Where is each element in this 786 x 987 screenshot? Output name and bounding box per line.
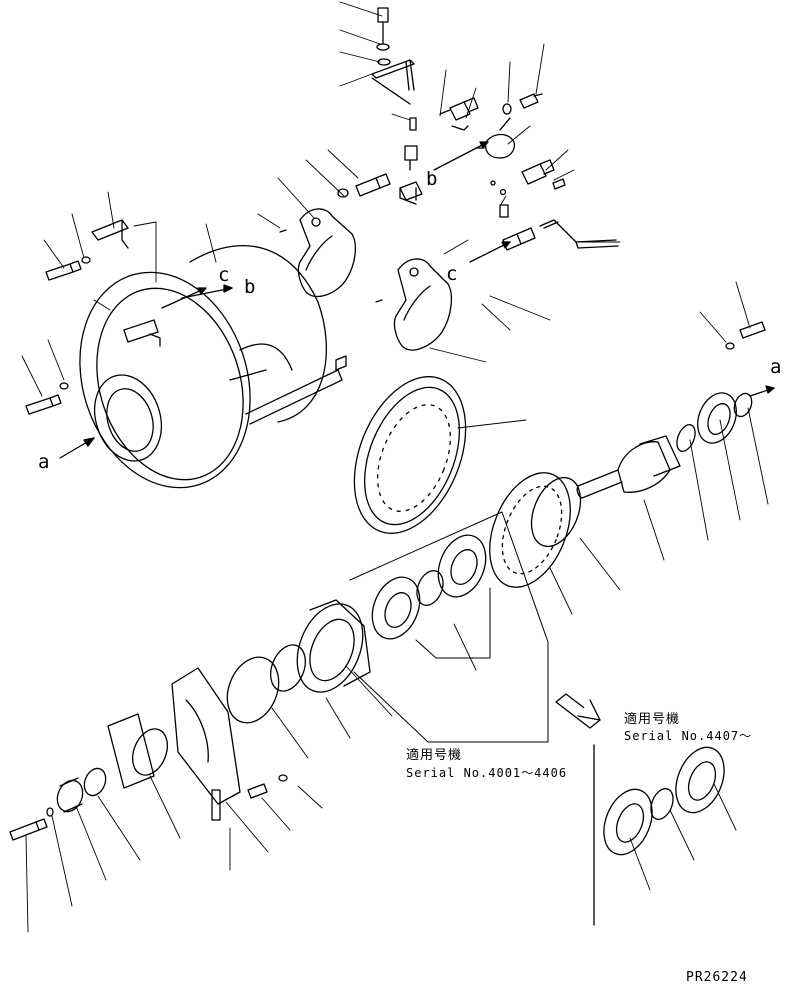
seal-parts (83, 644, 306, 797)
serial-range-late: Serial No.4407～ (624, 729, 753, 743)
serial-range-early: Serial No.4001～4406 (406, 766, 568, 780)
applicable-label-early: 適用号機 (406, 748, 463, 763)
applicable-label-late: 適用号機 (624, 712, 681, 727)
view-label-a-left: a (38, 451, 50, 473)
left-bracket-parts (25, 219, 129, 415)
view-label-a-right: a (770, 356, 782, 378)
view-label-c-carrier: c (446, 263, 458, 285)
view-label-c-housing: c (218, 264, 230, 286)
top-fastener-cluster (337, 7, 619, 251)
pinion-shaft (576, 321, 766, 499)
pinion-cage (171, 667, 288, 821)
view-label-b-housing: b (244, 276, 256, 298)
yoke-flange (9, 713, 168, 841)
leader-lines (21, 1, 769, 933)
bearing-kit-early (349, 511, 549, 743)
ring-gear (353, 376, 467, 534)
axle-housing (79, 244, 343, 489)
bearing-caps (279, 208, 453, 371)
reference-arrows (59, 141, 775, 926)
view-label-b-top: b (426, 168, 438, 190)
carrier-flange (296, 599, 371, 693)
differential-case (489, 472, 582, 588)
drawing-reference: PR26224 (686, 970, 748, 985)
bearing-kit-late (603, 746, 725, 856)
